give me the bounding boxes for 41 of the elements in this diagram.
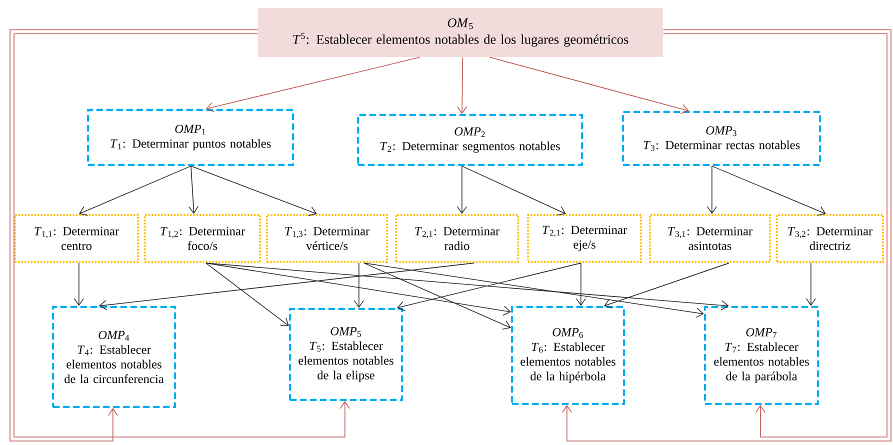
praxeology-box: OMP$_{2}$ T$_{2}$: Determinar segmentos notables	[356, 114, 584, 166]
arrow	[489, 56, 689, 114]
arrow	[98, 262, 474, 310]
arrow	[364, 262, 511, 330]
arrow	[190, 166, 317, 216]
praxeology-box: OMP$_{7}$ T$_{7}$: Establecer elementos notables de la parábola	[704, 306, 820, 406]
arrow	[604, 262, 730, 308]
arrow	[806, 262, 816, 306]
arrow	[206, 262, 511, 316]
arrow	[712, 166, 826, 216]
arrow	[188, 166, 199, 214]
arrow	[364, 262, 704, 318]
arrow	[354, 262, 364, 308]
arrow	[206, 262, 729, 310]
task-box: T$_{1,3}$: Determinar vértice/s	[266, 214, 388, 264]
task-box: T$_{3,1}$: Determinar asintotas	[648, 214, 772, 264]
task-box: T$_{2,1}$: Determinar eje/s	[526, 214, 642, 264]
arrow	[78, 166, 192, 216]
arrow	[396, 262, 582, 312]
arrow	[74, 262, 84, 306]
heading-box: OM$_{5}$ T$^{5}$: Establecer elementos notables de los lugares geométricos	[258, 8, 663, 57]
praxeology-box: OMP$_{3}$ T$_{3}$: Determinar rectas notables	[622, 110, 822, 166]
praxeology-box: OMP$_{1}$ T$_{1}$: Determinar puntos notables	[86, 108, 294, 166]
arrow	[662, 33, 888, 438]
arrow	[456, 166, 467, 214]
arrow	[206, 262, 289, 326]
task-box: T$_{3,2}$: Determinar directriz	[776, 214, 884, 264]
task-box: T$_{1,2}$: Determinar foco/s	[144, 214, 262, 264]
praxeology-box: OMP$_{6}$ T$_{6}$: Establecer elementos notables de la hipérbola	[510, 306, 626, 406]
arrow	[456, 56, 468, 114]
arrow	[462, 166, 566, 216]
arrow	[706, 166, 717, 214]
arrow	[206, 56, 420, 112]
praxeology-box: OMP$_{5}$ T$_{5}$: Establecer elementos notables de la elipse	[288, 308, 404, 402]
praxeology-box: OMP$_{4}$ T$_{4}$: Establecer elementos notables de la circunferencia	[52, 306, 176, 408]
arrow	[10, 29, 258, 442]
task-box: T$_{1,1}$: Determinar centro	[14, 214, 140, 264]
arrow	[576, 262, 586, 306]
arrow	[562, 29, 892, 442]
task-box: T$_{2,1}$: Determinar radio	[394, 214, 520, 264]
arrow	[14, 33, 350, 438]
